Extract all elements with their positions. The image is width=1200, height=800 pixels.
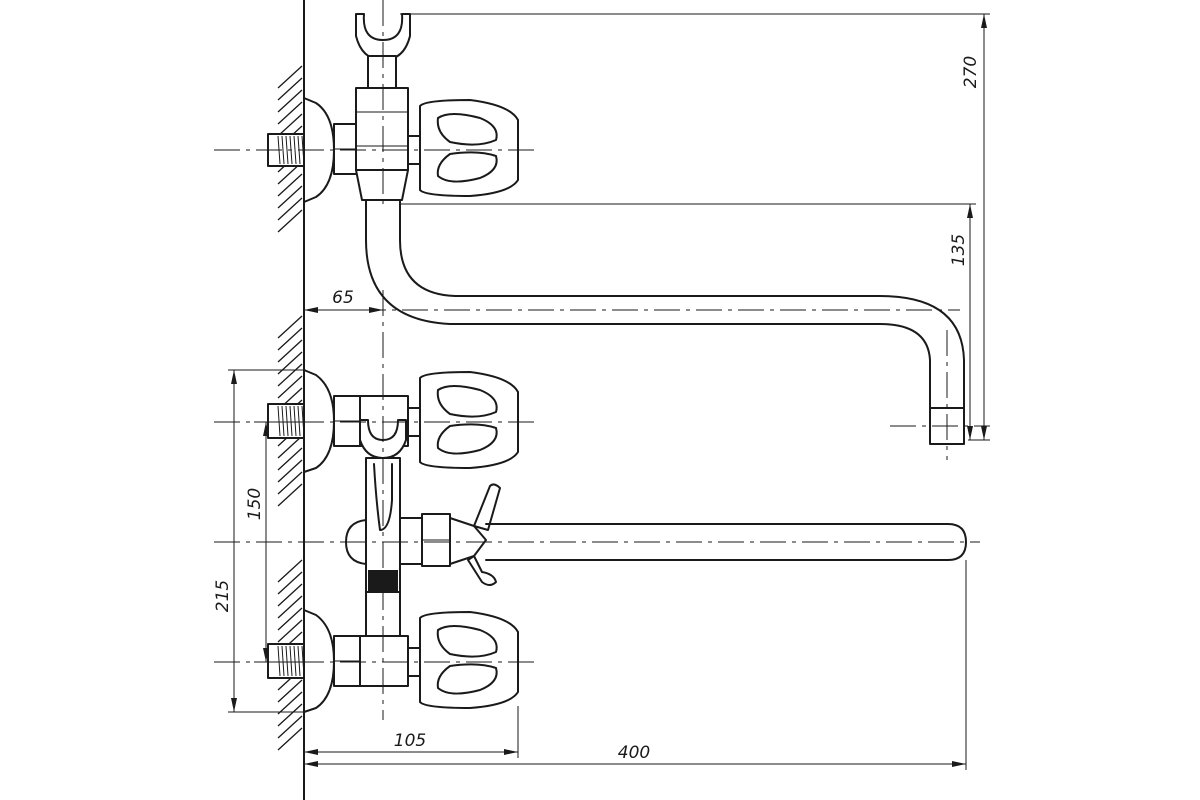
hatch-line <box>277 571 303 595</box>
hatch-line <box>277 185 303 209</box>
dim-215: 215 <box>213 580 233 612</box>
bottom-flange <box>303 609 335 713</box>
hatch-line <box>277 435 303 459</box>
thread-line <box>297 645 301 677</box>
thread-line <box>289 645 293 677</box>
hose-outlet-thread <box>368 570 398 592</box>
hatch-line <box>277 339 303 363</box>
middle-handle <box>419 371 519 469</box>
hatch-line <box>277 727 303 751</box>
hatch-line <box>277 691 303 715</box>
top-valve-assembly <box>267 13 519 203</box>
wall <box>277 0 305 800</box>
lower-spout <box>485 523 967 561</box>
hatch-line <box>277 619 303 643</box>
hatch-line <box>277 113 303 137</box>
hatch-line <box>277 89 303 113</box>
thread-line <box>285 645 289 677</box>
bottom-valve-body <box>359 635 409 687</box>
top-valve-body <box>355 87 409 171</box>
thread-line <box>285 405 289 437</box>
center-lines <box>214 0 990 720</box>
hatch-line <box>277 101 303 125</box>
hatch-line <box>277 77 303 101</box>
hatch-line <box>277 559 303 583</box>
hatch-line <box>277 363 303 387</box>
diverter-lever-down <box>467 555 497 586</box>
dim-65: 65 <box>332 288 354 308</box>
middle-flange <box>303 369 335 473</box>
thread-line <box>289 405 293 437</box>
hatch-line <box>277 447 303 471</box>
bottom-handle <box>419 611 519 709</box>
hatch-line <box>277 209 303 233</box>
dim-105: 105 <box>394 731 426 751</box>
dimension-labels: 270 135 65 150 215 105 400 <box>213 56 981 763</box>
hatch-line <box>277 583 303 607</box>
hatch-line <box>277 703 303 727</box>
hatch-line <box>277 173 303 197</box>
diverter-body <box>449 517 487 565</box>
wall-hatch-top <box>277 65 303 233</box>
hatch-line <box>277 715 303 739</box>
thread-line <box>281 645 285 677</box>
dim-400: 400 <box>618 743 650 763</box>
thread-line <box>281 135 285 165</box>
cradle-stem <box>367 55 397 89</box>
dimension-lines <box>228 13 990 770</box>
hatch-line <box>277 197 303 221</box>
dim-135: 135 <box>949 234 969 266</box>
hatch-line <box>277 315 303 339</box>
thread-line <box>277 645 281 677</box>
hose-cradle <box>359 419 407 459</box>
thread-line <box>277 405 281 437</box>
hatch-line <box>277 607 303 631</box>
hatch-line <box>277 483 303 507</box>
hatch-line <box>277 375 303 399</box>
thread-line <box>293 645 297 677</box>
thread-line <box>281 405 285 437</box>
thread-line <box>293 135 297 165</box>
spout-swivel-collar <box>355 169 409 201</box>
diverter-lever-up <box>473 483 501 531</box>
dim-150: 150 <box>245 488 265 520</box>
hatch-line <box>277 595 303 619</box>
thread-line <box>297 405 301 437</box>
hatch-line <box>277 679 303 703</box>
thread-line <box>285 135 289 165</box>
hatch-line <box>277 65 303 89</box>
top-handle <box>419 99 519 197</box>
hatch-line <box>277 351 303 375</box>
hatch-line <box>277 459 303 483</box>
dim-270: 270 <box>961 56 981 88</box>
hatch-line <box>277 327 303 351</box>
thread-line <box>293 405 297 437</box>
hatch-line <box>277 471 303 495</box>
bottom-valve-assembly <box>267 591 519 713</box>
